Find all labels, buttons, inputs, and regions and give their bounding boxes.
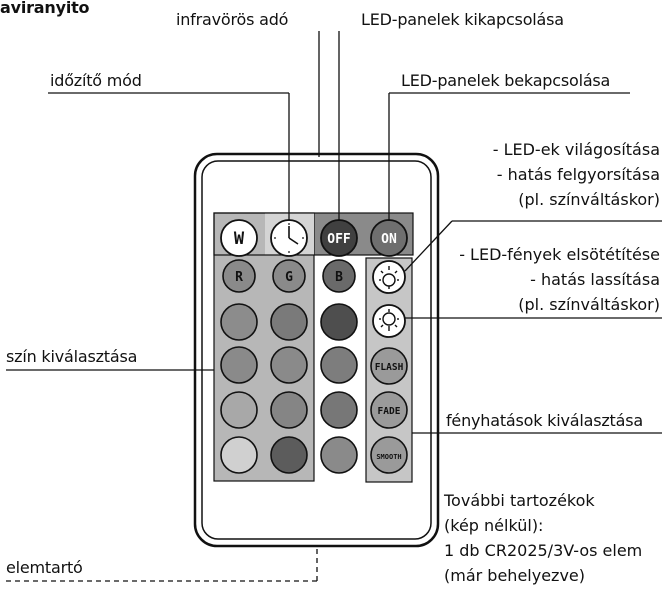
accessories-title: További tartozékok	[444, 491, 595, 510]
color-button[interactable]	[320, 436, 358, 474]
red-button[interactable]	[222, 259, 256, 293]
timer-label: időzítő mód	[50, 71, 142, 90]
color-button[interactable]	[320, 303, 358, 341]
off-label: LED-panelek kikapcsolása	[361, 10, 564, 29]
color-button[interactable]	[220, 346, 258, 384]
color-button[interactable]	[270, 391, 308, 429]
green-button-label: G	[285, 270, 293, 285]
clock-icon[interactable]	[270, 219, 308, 257]
white-button-label: W	[234, 229, 245, 249]
brighten-leader-diag	[404, 220, 453, 272]
effects-label: fényhatások kiválasztása	[446, 411, 643, 430]
accessories-block: További tartozékok (kép nélkül): 1 db CR…	[444, 488, 642, 588]
infrared-label: infravörös adó	[176, 10, 289, 29]
white-button[interactable]	[220, 219, 258, 257]
smooth-button-label: SMOOTH	[376, 453, 401, 461]
brighten-label: - LED-ek világosítása - hatás felgyorsít…	[493, 137, 660, 212]
battery-label: elemtartó	[6, 558, 83, 577]
heading-text: aviranyito	[0, 0, 90, 17]
dim-line-3: (pl. színváltáskor)	[518, 295, 660, 314]
color-button[interactable]	[220, 391, 258, 429]
fade-button-label: FADE	[378, 406, 401, 417]
blue-button[interactable]	[322, 259, 356, 293]
color-button[interactable]	[270, 346, 308, 384]
flash-button-label: FLASH	[375, 362, 404, 373]
blue-button-label: B	[335, 270, 343, 285]
color-button[interactable]	[220, 303, 258, 341]
accessories-item: 1 db CR2025/3V-os elem	[444, 541, 643, 560]
color-button[interactable]	[320, 346, 358, 384]
brighten-line-1: - LED-ek világosítása	[492, 140, 660, 159]
callout-lines	[6, 31, 662, 582]
color-button[interactable]	[320, 391, 358, 429]
dim-line-1: - LED-fények elsötétítése	[459, 245, 660, 264]
color-button[interactable]	[270, 436, 308, 474]
brighten-line-2: - hatás felgyorsítása	[496, 165, 660, 184]
dim-label: - LED-fények elsötétítése - hatás lassít…	[459, 242, 660, 317]
smooth-button[interactable]	[370, 436, 408, 474]
off-button-label: OFF	[327, 232, 351, 247]
green-button[interactable]	[272, 259, 306, 293]
accessories-subtitle: (kép nélkül):	[444, 516, 544, 535]
top-row-frame	[213, 212, 414, 256]
brighten-line-3: (pl. színváltáskor)	[518, 190, 660, 209]
color-label: szín kiválasztása	[6, 347, 138, 366]
on-button-label: ON	[381, 232, 397, 247]
accessories-note: (már behelyezve)	[444, 566, 585, 585]
brightness-up-icon[interactable]	[372, 260, 406, 294]
on-label: LED-panelek bekapcsolása	[401, 71, 611, 90]
color-button[interactable]	[270, 303, 308, 341]
dim-line-2: - hatás lassítása	[530, 270, 660, 289]
brightness-down-icon[interactable]	[372, 304, 406, 338]
color-panel	[213, 212, 315, 482]
color-button[interactable]	[220, 436, 258, 474]
fade-button[interactable]	[370, 391, 408, 429]
flash-button[interactable]	[370, 347, 408, 385]
red-button-label: R	[235, 270, 243, 285]
